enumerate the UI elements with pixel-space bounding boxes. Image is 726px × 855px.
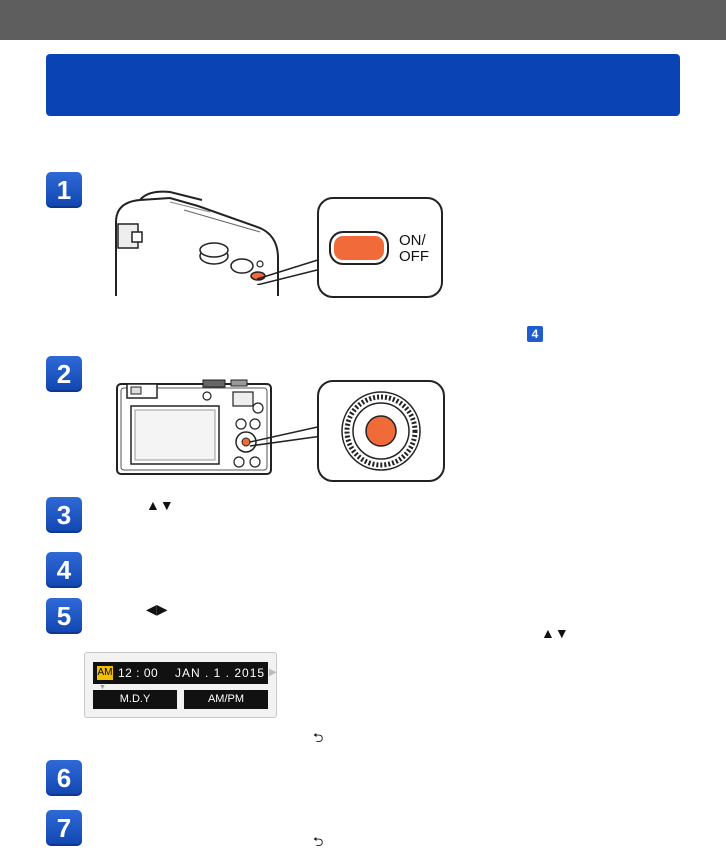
power-label: ON/ OFF: [399, 232, 429, 265]
step-4-badge: 4: [46, 552, 82, 588]
power-button: [329, 231, 389, 265]
left-right-arrow-icon: ◀▶: [146, 601, 168, 617]
back-icon-2: ⮌: [313, 834, 324, 849]
step-6-badge: 6: [46, 760, 82, 796]
section-banner: [46, 54, 680, 116]
power-button-callout: ON/ OFF: [317, 197, 443, 298]
camera-top-illustration: [115, 190, 279, 296]
control-dial-callout: [317, 380, 445, 482]
am-indicator: AM: [97, 666, 113, 680]
step-3-badge: 3: [46, 497, 82, 533]
time-format-option: AM/PM: [184, 690, 268, 709]
clock-setting-screen: AM 12 : 00 JAN . 1 . 2015 ▶ ▼ M.D.Y AM/P…: [84, 652, 277, 718]
chevron-down-icon: ▼: [99, 684, 106, 691]
up-down-arrow-icon: ▲▼: [146, 497, 174, 513]
date-format-option: M.D.Y: [93, 690, 177, 709]
step-1-badge: 1: [46, 172, 82, 208]
back-icon: ⮌: [313, 730, 324, 745]
step-7-badge: 7: [46, 810, 82, 846]
top-bar: [0, 0, 726, 40]
control-dial-icon: [341, 391, 421, 471]
date-time-bar: AM 12 : 00 JAN . 1 . 2015 ▶: [93, 662, 277, 684]
step-5-badge: 5: [46, 598, 82, 634]
callout-line-2: [249, 425, 323, 447]
up-down-arrow-icon-2: ▲▼: [541, 625, 569, 641]
step-4-reference-icon: 4: [527, 326, 543, 342]
time-value: 12 : 00: [118, 666, 159, 680]
camera-back-illustration: [116, 379, 272, 475]
date-value: JAN . 1 . 2015: [175, 666, 266, 680]
step-2-badge: 2: [46, 356, 82, 392]
callout-line-1: [256, 258, 322, 285]
chevron-right-icon: ▶: [269, 667, 277, 678]
